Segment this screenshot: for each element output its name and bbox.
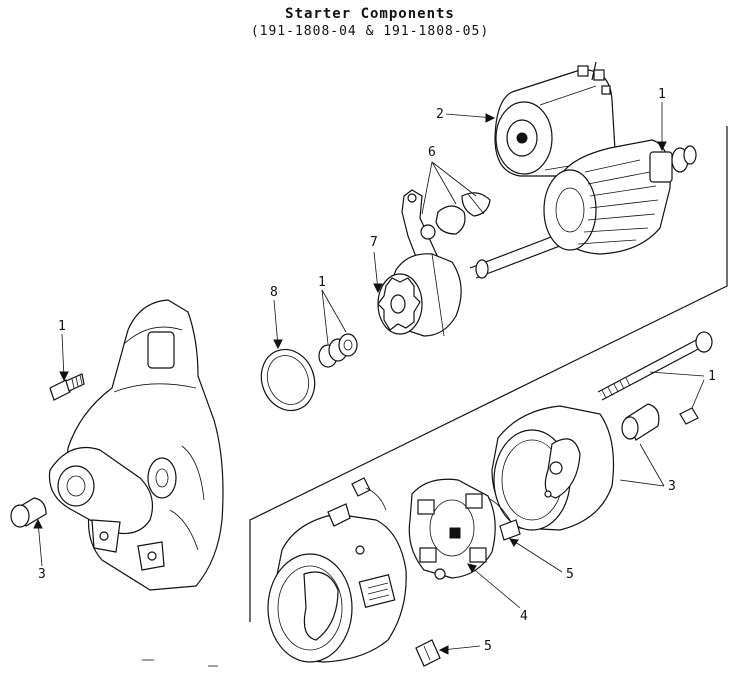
solenoid [494, 61, 616, 177]
callout-2-solenoid: 2 [436, 107, 496, 123]
armature [469, 139, 697, 279]
callout-1-right: 1 [649, 369, 716, 409]
callout-5-bottom: 5 [438, 639, 492, 655]
svg-text:6: 6 [428, 145, 436, 160]
dust-cap-left [10, 497, 47, 528]
brush-bottom [415, 639, 441, 667]
svg-text:1: 1 [318, 275, 326, 290]
bushing-right [621, 403, 660, 441]
ring-collar [260, 348, 316, 412]
callout-3-right: 3 [619, 443, 676, 494]
callout-8: 8 [270, 285, 283, 350]
through-bolt [597, 331, 713, 425]
bolt-left [49, 373, 85, 401]
callout-1-left: 1 [58, 319, 69, 382]
svg-text:8: 8 [270, 285, 278, 300]
svg-text:3: 3 [668, 479, 676, 494]
svg-text:1: 1 [58, 319, 66, 334]
assembly-frame [249, 126, 728, 622]
brush-holder [351, 477, 521, 580]
washer-stack [318, 333, 358, 368]
field-frame [267, 503, 407, 663]
svg-text:7: 7 [370, 235, 378, 250]
drive-housing [48, 299, 224, 591]
callout-1-mid: 1 [318, 275, 347, 345]
svg-text:5: 5 [484, 639, 492, 654]
svg-text:1: 1 [658, 87, 666, 102]
diagram-subtitle: (191-1808-04 & 191-1808-05) [250, 24, 490, 39]
callout-5-mid: 5 [509, 538, 574, 582]
callout-7: 7 [370, 235, 383, 294]
callout-6: 6 [421, 145, 477, 215]
pinion-clutch [377, 253, 462, 337]
callout-3-left: 3 [33, 518, 46, 582]
svg-text:3: 3 [38, 567, 46, 582]
callout-4: 4 [467, 563, 528, 624]
callouts: 2 1 6 7 8 [33, 87, 716, 655]
diagram-title: Starter Components [285, 6, 455, 22]
svg-text:2: 2 [436, 107, 444, 122]
svg-text:5: 5 [566, 567, 574, 582]
svg-text:4: 4 [520, 609, 528, 624]
callout-1-top: 1 [657, 87, 667, 152]
rear-cover [491, 405, 615, 531]
svg-text:1: 1 [708, 369, 716, 384]
